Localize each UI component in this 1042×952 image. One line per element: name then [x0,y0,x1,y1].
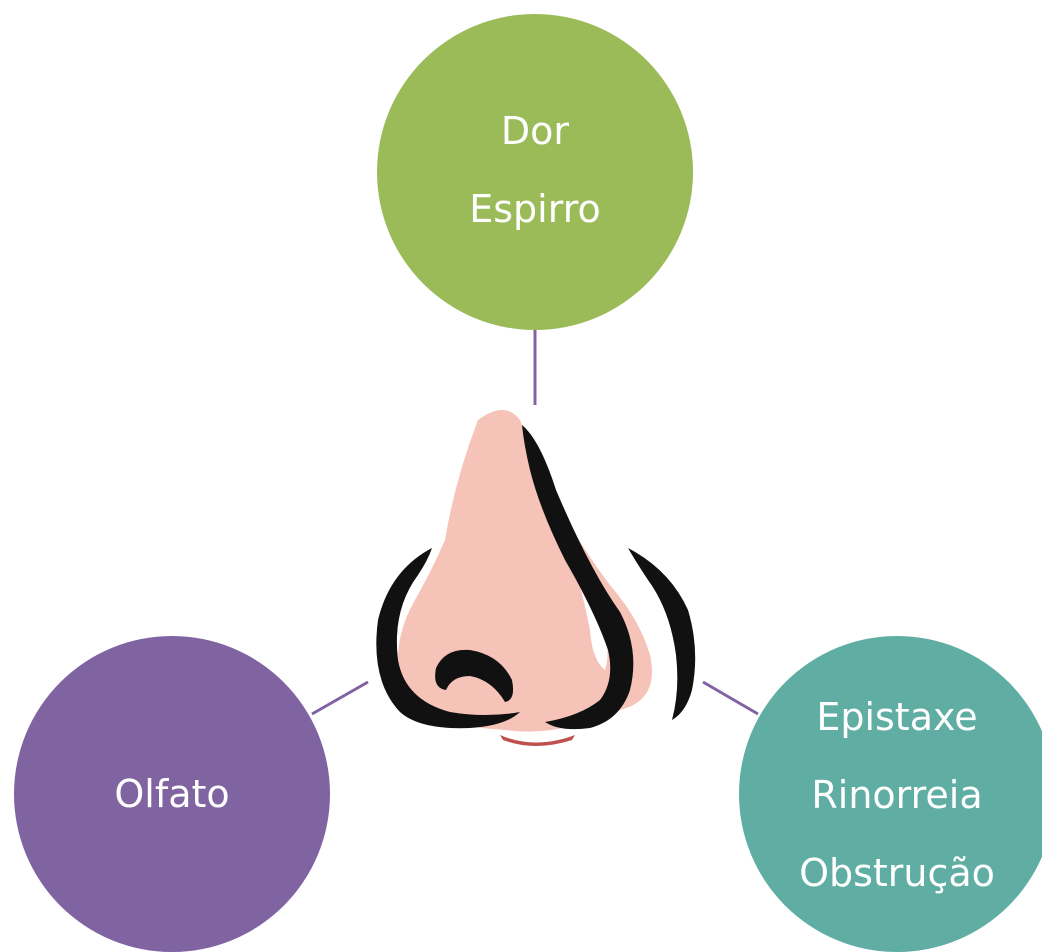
node-top-line-2: Espirro [469,187,601,231]
connector-left [311,680,369,716]
node-circle-right [739,636,1042,952]
node-right-line-1: Epistaxe [816,695,978,739]
node-left-line-1: Olfato [114,772,230,816]
node-right-line-2: Rinorreia [811,773,983,817]
node-circle-left [14,636,330,952]
nose-illustration [376,410,696,746]
node-label-right: Epistaxe Rinorreia Obstrução [767,678,1027,912]
node-label-top: Dor Espirro [405,92,665,248]
node-top-line-1: Dor [500,109,570,153]
node-circle-top [377,14,693,330]
node-right-line-3: Obstrução [799,851,995,895]
node-label-left: Olfato [42,755,302,833]
connector-right [702,680,759,716]
nostril-left-hole [435,649,514,702]
lip-shape [500,735,575,746]
ala-right-outline [628,548,696,720]
nose-bridge-stroke [522,425,634,730]
